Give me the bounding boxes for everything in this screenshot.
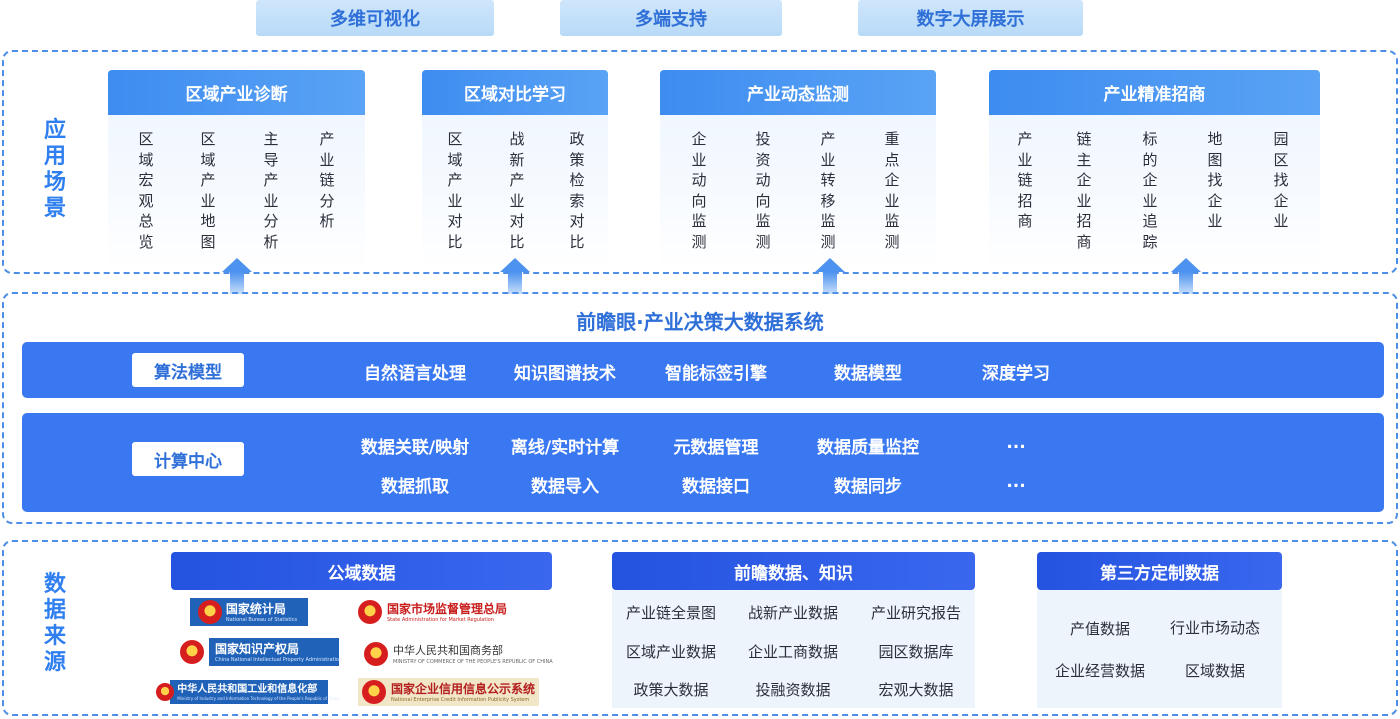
tab-big-screen[interactable]: 数字大屏展示 bbox=[858, 0, 1083, 36]
scenario-item: 政策检索对比 bbox=[569, 130, 585, 251]
compute-item: ... bbox=[1006, 433, 1026, 453]
data-item: 政策大数据 bbox=[633, 681, 709, 699]
algorithm-item: 深度学习 bbox=[982, 364, 1050, 384]
data-item: 企业经营数据 bbox=[1054, 662, 1146, 680]
data-source-label: 数据来源 bbox=[43, 572, 66, 675]
scenario-item: 投资动向监测 bbox=[755, 130, 771, 251]
application-section-label: 应用场景 bbox=[43, 118, 66, 221]
public-data-header: 公域数据 bbox=[171, 552, 552, 590]
compute-item: 离线/实时计算 bbox=[510, 438, 620, 458]
data-item: 产值数据 bbox=[1069, 620, 1131, 638]
logo-subtitle: Ministry of Industry and Information Tec… bbox=[177, 696, 340, 701]
card-regional-diagnosis: 区域产业诊断 区域宏观总览 区域产业地图 主导产业分析 产业链分析 bbox=[108, 70, 365, 270]
system-section bbox=[2, 292, 1398, 524]
data-item: 投融资数据 bbox=[755, 681, 831, 699]
national-emblem-icon bbox=[362, 680, 386, 704]
data-item: 战新产业数据 bbox=[747, 604, 839, 622]
card-industry-monitoring: 产业动态监测 企业动向监测 投资动向监测 产业转移监测 重点企业监测 bbox=[660, 70, 936, 270]
card-title: 产业动态监测 bbox=[660, 70, 936, 115]
qianzhan-data-header: 前瞻数据、知识 bbox=[612, 552, 975, 590]
compute-item: 数据质量监控 bbox=[817, 438, 919, 458]
data-item: 宏观大数据 bbox=[878, 681, 954, 699]
compute-item: ... bbox=[1006, 472, 1026, 492]
compute-label: 计算中心 bbox=[132, 442, 244, 476]
scenario-item: 区域宏观总览 bbox=[138, 130, 154, 251]
scenario-item: 产业链招商 bbox=[1017, 130, 1033, 230]
third-party-data-header: 第三方定制数据 bbox=[1037, 552, 1282, 590]
compute-band: 计算中心 数据关联/映射 离线/实时计算 元数据管理 数据质量监控 ... 数据… bbox=[22, 413, 1384, 512]
algorithm-label: 算法模型 bbox=[132, 353, 244, 387]
compute-item: 元数据管理 bbox=[673, 438, 759, 458]
up-arrow-icon bbox=[1171, 258, 1201, 294]
data-item: 区域产业数据 bbox=[625, 643, 717, 661]
logo-subtitle: National Bureau of Statistics bbox=[225, 616, 298, 623]
up-arrow-icon bbox=[815, 258, 845, 294]
tab-multi-device[interactable]: 多端支持 bbox=[560, 0, 782, 36]
algorithm-band: 算法模型 自然语言处理 知识图谱技术 智能标签引擎 数据模型 深度学习 bbox=[22, 342, 1384, 398]
logo-name: 国家企业信用信息公示系统 bbox=[391, 681, 536, 696]
scenario-item: 企业动向监测 bbox=[691, 130, 707, 251]
logo-name: 中华人民共和国商务部 bbox=[393, 643, 503, 657]
algorithm-item: 知识图谱技术 bbox=[514, 364, 616, 384]
logo-name: 国家知识产权局 bbox=[215, 641, 300, 656]
national-emblem-icon bbox=[364, 642, 388, 666]
card-regional-comparison: 区域对比学习 区域产业对比 战新产业对比 政策检索对比 bbox=[422, 70, 608, 270]
compute-item: 数据同步 bbox=[834, 477, 902, 497]
logo-subtitle: National Enterprise Credit Information P… bbox=[391, 696, 530, 703]
card-title: 区域产业诊断 bbox=[108, 70, 365, 115]
compute-item: 数据关联/映射 bbox=[360, 438, 470, 458]
scenario-item: 战新产业对比 bbox=[509, 130, 525, 251]
scenario-item: 产业链分析 bbox=[319, 130, 335, 230]
compute-item: 数据接口 bbox=[682, 477, 750, 497]
national-emblem-icon bbox=[358, 600, 382, 624]
scenario-item: 链主企业招商 bbox=[1076, 130, 1092, 251]
card-investment-attraction: 产业精准招商 产业链招商 链主企业招商 标的企业追踪 地图找企业 园区找企业 bbox=[989, 70, 1320, 270]
logo-name: 中华人民共和国工业和信息化部 bbox=[177, 684, 318, 695]
scenario-item: 地图找企业 bbox=[1207, 130, 1223, 230]
data-item: 区域数据 bbox=[1184, 662, 1246, 680]
third-party-data-panel: 产值数据 行业市场动态 企业经营数据 区域数据 bbox=[1037, 590, 1282, 708]
logo-cnipa: 国家知识产权局 China National Intellectual Prop… bbox=[180, 638, 343, 666]
logo-subtitle: State Administration for Market Regulati… bbox=[387, 616, 494, 623]
scenario-item: 重点企业监测 bbox=[884, 130, 900, 251]
data-item: 园区数据库 bbox=[878, 643, 954, 661]
data-item: 产业链全景图 bbox=[625, 604, 717, 622]
data-item: 产业研究报告 bbox=[870, 604, 962, 622]
logo-subtitle: China National Intellectual Property Adm… bbox=[215, 656, 343, 663]
data-item: 行业市场动态 bbox=[1169, 619, 1261, 637]
compute-item: 数据抓取 bbox=[381, 477, 449, 497]
qianzhan-data-panel: 产业链全景图 战新产业数据 产业研究报告 区域产业数据 企业工商数据 园区数据库… bbox=[612, 590, 975, 708]
logo-name: 国家市场监督管理总局 bbox=[387, 601, 508, 616]
data-item: 企业工商数据 bbox=[747, 643, 839, 661]
up-arrow-icon bbox=[500, 258, 530, 294]
scenario-item: 产业转移监测 bbox=[820, 130, 836, 251]
card-title: 区域对比学习 bbox=[422, 70, 608, 115]
logo-subtitle: MINISTRY OF COMMERCE OF THE PEOPLE'S REP… bbox=[393, 658, 553, 665]
algorithm-item: 智能标签引擎 bbox=[665, 364, 767, 384]
algorithm-item: 数据模型 bbox=[834, 364, 902, 384]
card-title: 产业精准招商 bbox=[989, 70, 1320, 115]
logo-name: 国家统计局 bbox=[225, 601, 286, 616]
system-title: 前瞻眼·产业决策大数据系统 bbox=[576, 310, 824, 334]
national-emblem-icon bbox=[180, 640, 204, 664]
scenario-item: 标的企业追踪 bbox=[1142, 130, 1158, 251]
application-section bbox=[2, 50, 1398, 274]
national-emblem-icon bbox=[156, 683, 175, 701]
up-arrow-icon bbox=[222, 258, 252, 294]
national-emblem-icon bbox=[197, 600, 222, 624]
scenario-item: 区域产业对比 bbox=[447, 130, 463, 251]
data-source-section bbox=[2, 540, 1398, 716]
scenario-item: 区域产业地图 bbox=[200, 130, 216, 251]
tab-multi-visualization[interactable]: 多维可视化 bbox=[256, 0, 494, 36]
compute-item: 数据导入 bbox=[531, 477, 599, 497]
scenario-item: 园区找企业 bbox=[1273, 130, 1289, 230]
scenario-item: 主导产业分析 bbox=[263, 130, 279, 251]
algorithm-item: 自然语言处理 bbox=[364, 364, 466, 384]
